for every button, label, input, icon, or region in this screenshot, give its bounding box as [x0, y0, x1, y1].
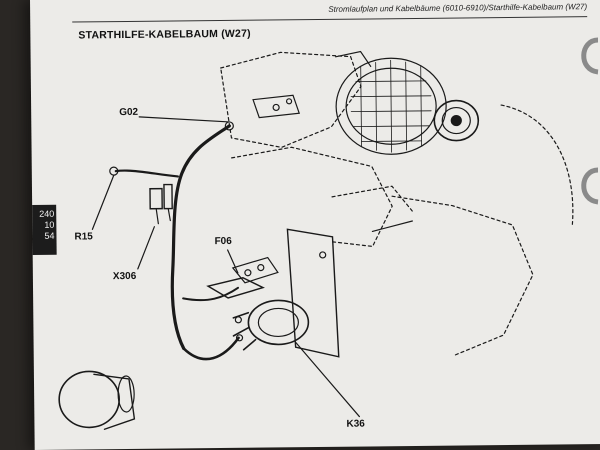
harness-cable-to-fuse	[182, 286, 240, 302]
harness-main-cable	[170, 124, 231, 351]
f06-fuse-holder	[206, 256, 279, 299]
k36-relay	[232, 299, 310, 351]
callout-k36: K36	[346, 418, 365, 430]
callout-r15: R15	[74, 231, 93, 243]
bracket-tie-line	[371, 220, 413, 233]
engine-lower-dashed	[231, 146, 393, 248]
f06-leader-line	[227, 249, 239, 274]
binder-ring-top	[581, 37, 599, 75]
engine-right-dashed	[391, 195, 534, 357]
mounting-bracket	[286, 228, 340, 358]
k36-leader-line	[294, 341, 360, 418]
harness-cable-to-relay	[182, 336, 240, 361]
binder-ring-bottom	[581, 167, 599, 205]
g02-leader-line	[138, 116, 230, 123]
g02-ground-block	[224, 94, 301, 131]
r15-leader-line	[91, 174, 115, 230]
manual-page: Stromlaufplan und Kabelbäume (6010-6910)…	[30, 0, 600, 450]
alternator	[335, 50, 480, 155]
linkage-dashed	[331, 185, 413, 212]
x306-connector	[149, 183, 173, 225]
x306-leader-line	[137, 226, 155, 270]
callout-g02: G02	[119, 106, 139, 119]
wiring-harness-illustration	[58, 50, 574, 430]
bracket-hole	[319, 251, 327, 259]
callout-f06: F06	[214, 235, 232, 248]
starter-motor	[58, 370, 136, 430]
harness-branch-r15	[114, 169, 179, 178]
callout-x306: X306	[112, 270, 137, 283]
pulley-housing-dashed	[500, 104, 574, 225]
binder-rings	[581, 37, 599, 205]
